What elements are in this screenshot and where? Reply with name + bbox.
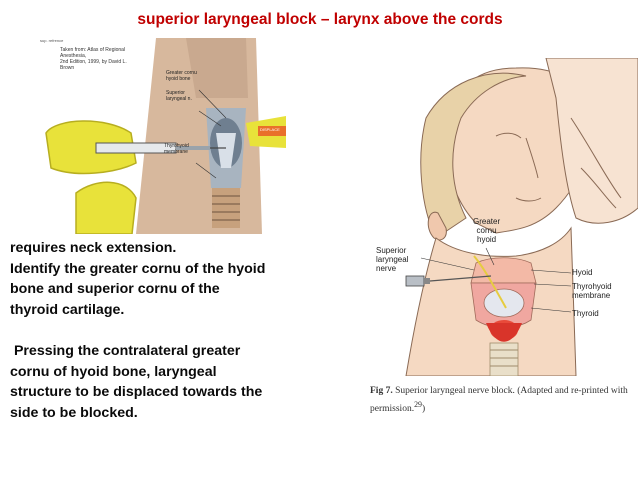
left-label-thyrohyoid: Thyrohyoid membrane bbox=[164, 143, 189, 155]
left-figure-caption: Taken from: Atlas of Regional Anesthesia… bbox=[60, 47, 140, 71]
caption-ref: 29 bbox=[414, 400, 422, 409]
caption-text: Superior laryngeal nerve block. (Adapted… bbox=[370, 386, 628, 415]
body-line: Identify the greater cornu of the hyoid bbox=[10, 260, 266, 277]
left-figure-tag: sup. refrence bbox=[40, 38, 64, 43]
right-label-thyrohyoid: Thyrohyoid membrane bbox=[572, 282, 612, 300]
left-label-line: Greater cornu bbox=[166, 70, 197, 76]
paragraph-gap bbox=[10, 320, 355, 341]
body-line: cornu of hyoid bone, laryngeal bbox=[10, 363, 217, 380]
body-line: bone and superior cornu of the bbox=[10, 281, 220, 297]
caption-fig-number: Fig 7. bbox=[370, 386, 393, 396]
right-label-line: Thyrohyoid bbox=[572, 282, 612, 291]
right-illustration-drawing bbox=[405, 57, 638, 377]
right-illustration bbox=[366, 57, 638, 377]
left-label-greater-cornu: Greater cornu hyoid bone bbox=[166, 70, 197, 82]
left-label-line: Superior bbox=[166, 90, 185, 96]
body-line: requires neck extension. bbox=[10, 240, 177, 256]
left-caption-line: 2nd Edition, 1999, by David L. Brown bbox=[60, 59, 127, 71]
left-label-displace: DISPLACE bbox=[260, 127, 280, 132]
right-label-line: cornu bbox=[476, 226, 497, 235]
left-label-superior: Superior laryngeal n. bbox=[166, 90, 192, 102]
right-label-superior: Superior laryngeal nerve bbox=[376, 246, 408, 273]
right-label-hyoid: Hyoid bbox=[572, 268, 593, 277]
left-illustration-drawing bbox=[45, 38, 286, 235]
caption-end: ) bbox=[421, 404, 426, 415]
right-label-line: Superior bbox=[376, 246, 407, 255]
left-label-line: laryngeal n. bbox=[166, 96, 192, 102]
right-label-line: membrane bbox=[572, 291, 611, 300]
right-label-greater-cornu: Greater cornu hyoid bbox=[473, 217, 500, 244]
right-label-line: hyoid bbox=[477, 235, 497, 244]
body-text: requires neck extension. Identify the gr… bbox=[10, 238, 355, 423]
right-label-line: Greater bbox=[473, 217, 501, 226]
left-label-line: membrane bbox=[164, 149, 188, 155]
left-label-line: hyoid bone bbox=[166, 76, 191, 82]
body-line: side to be blocked. bbox=[10, 404, 138, 421]
left-caption-line: Taken from: Atlas of Regional Anesthesia… bbox=[60, 47, 126, 59]
slide-title: superior laryngeal block – larynx above … bbox=[137, 11, 503, 28]
body-line: thyroid cartilage. bbox=[10, 301, 125, 318]
right-figure-caption: Fig 7. Superior laryngeal nerve block. (… bbox=[370, 385, 632, 416]
right-label-line: laryngeal bbox=[376, 255, 409, 264]
right-label-thyroid: Thyroid bbox=[572, 309, 599, 318]
right-label-line: nerve bbox=[376, 264, 397, 273]
left-label-line: Thyrohyoid bbox=[164, 143, 189, 149]
left-illustration: sup. refrence bbox=[36, 38, 286, 235]
body-line: structure to be displaced towards the bbox=[10, 384, 263, 400]
body-line: Pressing the contralateral greater bbox=[10, 343, 241, 359]
